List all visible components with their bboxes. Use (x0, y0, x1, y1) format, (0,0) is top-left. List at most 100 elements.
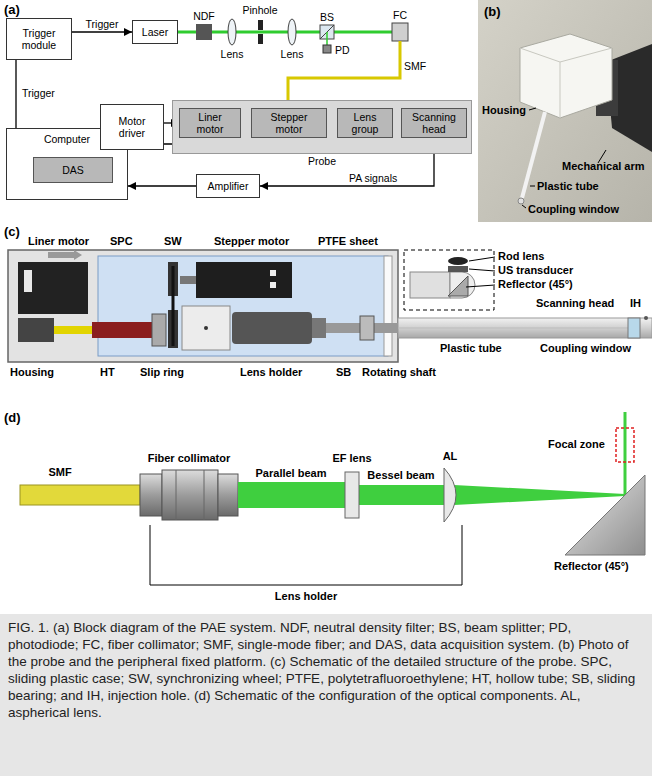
edge-label: Trigger (84, 18, 121, 30)
probe-photo (478, 0, 652, 222)
part-label: Parallel beam (256, 467, 327, 480)
lens-holder-drawing (232, 312, 312, 344)
stepper-motor-drawing (180, 276, 196, 284)
acquisition-box: DAS (33, 157, 113, 183)
scanning-head-inset (448, 276, 468, 296)
collimator-drawing (140, 470, 238, 520)
part-label: Coupling window (528, 203, 619, 216)
probe-photo (522, 205, 526, 208)
panel-letter: (c) (4, 224, 20, 239)
part-label: Lens holder (275, 590, 337, 603)
fiber-line (288, 41, 400, 107)
hollow-tube-drawing (92, 322, 152, 338)
part-label: Rod lens (498, 250, 544, 263)
reflector-drawing (565, 475, 645, 555)
ptfe-sheet (384, 256, 392, 356)
node-text: Lens group (342, 111, 388, 135)
mount-block (204, 326, 208, 330)
panel-letter: (a) (4, 2, 20, 17)
linear-motor-drawing (18, 318, 54, 342)
probe-photo (530, 186, 535, 187)
stepper-motor-drawing (270, 270, 276, 276)
edge-label: Trigger (20, 87, 57, 99)
caption-text: FIG. 1. (a) Block diagram of the PAE sys… (8, 619, 644, 721)
panel-letter: (b) (484, 4, 501, 19)
mount-block (182, 306, 230, 350)
part-label: SB (336, 366, 351, 379)
part-label: PTFE sheet (318, 235, 378, 248)
node-text: Trigger module (11, 27, 67, 51)
sliding-case (98, 256, 388, 356)
part-label: PD (335, 44, 350, 57)
part-label: Scanning head (536, 297, 614, 310)
lens-symbol (288, 19, 296, 45)
holder-bracket (150, 525, 462, 585)
shaft-drawing (360, 316, 374, 340)
probe-photo (518, 198, 524, 204)
part-label: Mechanical arm (562, 160, 645, 173)
part-label: AL (443, 450, 458, 463)
part-label: Lens holder (240, 366, 302, 379)
part-label: Fiber collimator (148, 452, 231, 465)
scanning-head-inset (448, 257, 468, 265)
part-label: Housing (482, 104, 526, 117)
plastic-tube-drawing (398, 316, 652, 338)
part-label: Bessel beam (367, 469, 434, 482)
filter-symbol (196, 24, 212, 40)
hollow-tube-drawing (92, 322, 152, 338)
slip-ring-drawing (152, 314, 166, 346)
part-label: Lens (221, 48, 244, 61)
part-label: Lens (281, 48, 304, 61)
shaft-drawing (326, 316, 398, 340)
linear-motor-drawing (18, 262, 88, 314)
scanning-head-inset (410, 272, 450, 298)
scanning-head-inset (469, 269, 495, 271)
collimator-drawing (176, 470, 177, 520)
linear-motor-drawing (18, 250, 94, 342)
stepper-motor-drawing (180, 262, 292, 298)
probe-photo (478, 0, 652, 222)
photodiode-symbol (323, 45, 331, 53)
scanning-head-inset (448, 266, 468, 272)
part-label: SPC (110, 235, 133, 248)
pinhole-symbol (258, 20, 263, 44)
collimator-symbol (392, 23, 408, 41)
axicon-drawing (345, 472, 359, 518)
plastic-tube-drawing (644, 316, 648, 320)
housing-outline (8, 250, 398, 362)
plastic-tube-drawing (628, 318, 640, 338)
part-label: US transducer (498, 264, 573, 277)
part-label: BS (320, 11, 334, 24)
scanning-head-inset (404, 250, 495, 310)
splitter-symbol (326, 32, 328, 45)
part-label: Plastic tube (537, 180, 599, 193)
wheel-drawing (168, 262, 178, 348)
plastic-tube-drawing (398, 318, 652, 338)
part-label: Pinhole (242, 4, 277, 17)
focal-zone-box (616, 428, 634, 462)
connector (128, 185, 196, 186)
part-label: SMF (404, 60, 426, 73)
fiber-line (288, 41, 400, 107)
probe-photo (520, 34, 612, 118)
part-label: Reflector (45°) (554, 560, 629, 573)
aspheric-lens-drawing (444, 468, 456, 522)
group-band: ProbeLiner motorStepper motorLens groupS… (172, 100, 472, 154)
part-label: Coupling window (540, 342, 631, 355)
connector (72, 31, 132, 32)
focal-zone-box (616, 428, 634, 462)
collimator-symbol (392, 23, 408, 41)
process-box: Trigger module (6, 18, 72, 60)
slip-ring-drawing (152, 314, 166, 346)
part-label: IH (630, 297, 641, 310)
beam-drawing (238, 482, 345, 508)
module-box: Stepper motor (251, 108, 327, 138)
collimator-drawing (204, 470, 205, 520)
node-text: Motor driver (105, 115, 159, 139)
axicon-drawing (345, 472, 359, 518)
part-label: NDF (193, 10, 215, 23)
lens-holder-drawing (312, 318, 326, 338)
module-box: Scanning head (401, 108, 467, 138)
ptfe-sheet (384, 256, 392, 356)
lens-symbol (228, 19, 296, 45)
